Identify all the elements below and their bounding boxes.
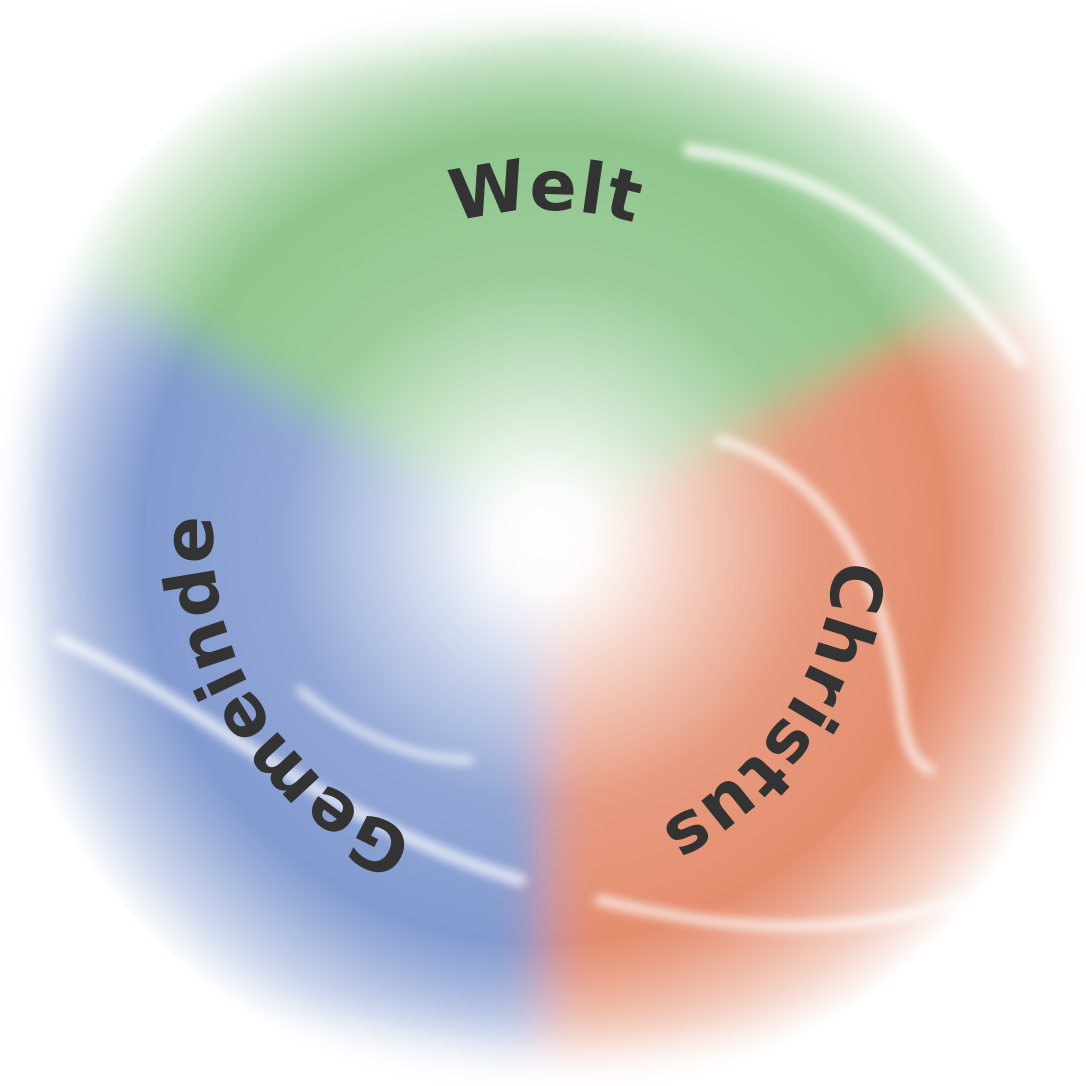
label-welt-text: Welt <box>443 144 651 239</box>
label-welt: Welt <box>443 144 650 239</box>
